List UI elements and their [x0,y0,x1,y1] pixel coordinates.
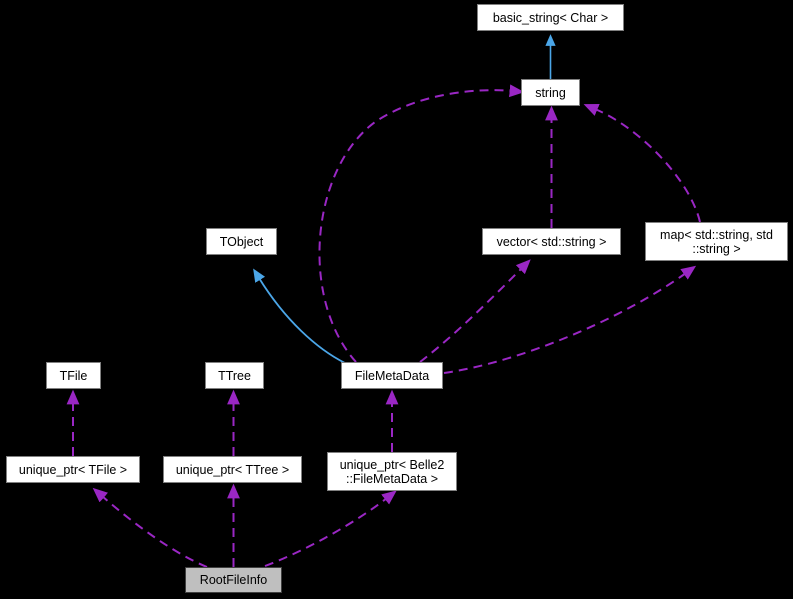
class-node-label: vector< std::string > [496,234,607,249]
edge-filemetadata-to-tobject [253,268,346,364]
class-node-rootfileinfo[interactable]: RootFileInfo [185,567,282,593]
class-node-vector_string[interactable]: vector< std::string > [482,228,621,255]
class-node-unique_ptr_filemetadata[interactable]: unique_ptr< Belle2 ::FileMetaData > [327,452,457,491]
class-node-label: unique_ptr< Belle2 ::FileMetaData > [339,457,445,486]
class-node-ttree[interactable]: TTree [205,362,264,389]
class-node-tfile[interactable]: TFile [46,362,101,389]
class-node-unique_ptr_ttree[interactable]: unique_ptr< TTree > [163,456,302,483]
class-node-label: unique_ptr< TTree > [175,462,290,477]
class-node-tobject[interactable]: TObject [206,228,277,255]
class-node-basic_string[interactable]: basic_string< Char > [477,4,624,31]
class-node-label: map< std::string, std ::string > [660,227,773,256]
edge-filemetadata-to-string [318,84,525,363]
edge-rootfileinfo-to-uniqueptr-tfile [92,487,208,568]
class-node-label: TFile [59,368,88,383]
class-node-filemetadata[interactable]: FileMetaData [341,362,443,389]
class-node-label: unique_ptr< TFile > [18,462,128,477]
edge-filemetadata-to-map [443,265,697,374]
class-node-unique_ptr_tfile[interactable]: unique_ptr< TFile > [6,456,140,483]
class-node-label: basic_string< Char > [492,10,609,25]
edge-rootfileinfo-to-uniqueptr-filemetadata [264,490,397,567]
class-node-label: TTree [218,368,251,383]
class-node-label: RootFileInfo [199,573,268,587]
class-node-label: TObject [219,234,264,249]
class-node-map_string_string[interactable]: map< std::string, std ::string > [645,222,788,261]
class-node-label: FileMetaData [354,368,430,383]
class-node-string[interactable]: string [521,79,580,106]
class-node-label: string [535,85,566,100]
edge-map-to-string [583,104,701,223]
edge-filemetadata-to-vector [419,259,531,363]
